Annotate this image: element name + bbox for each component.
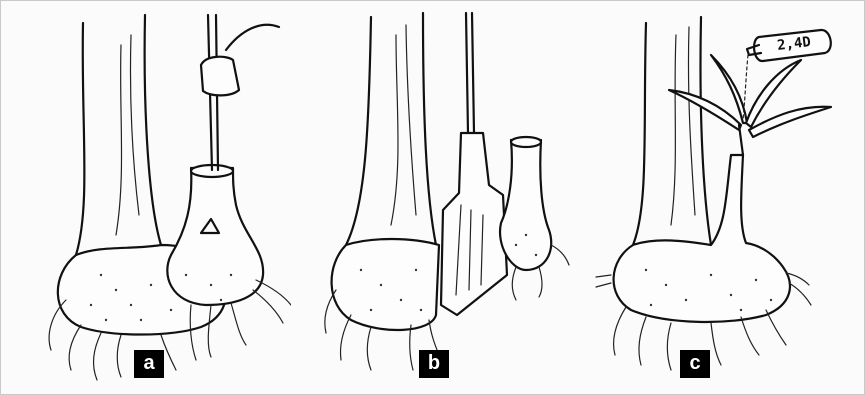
panel-a-drawing (21, 5, 291, 393)
panel-a: a (21, 5, 291, 393)
panel-b-drawing (311, 5, 581, 393)
panel-b-label: b (419, 350, 449, 378)
panel-c-label: c (680, 350, 710, 378)
panel-c-drawing (591, 5, 861, 393)
panel-a-label: a (134, 350, 164, 378)
panel-b: b (311, 5, 581, 393)
panel-c: 2,4D c (591, 5, 861, 393)
